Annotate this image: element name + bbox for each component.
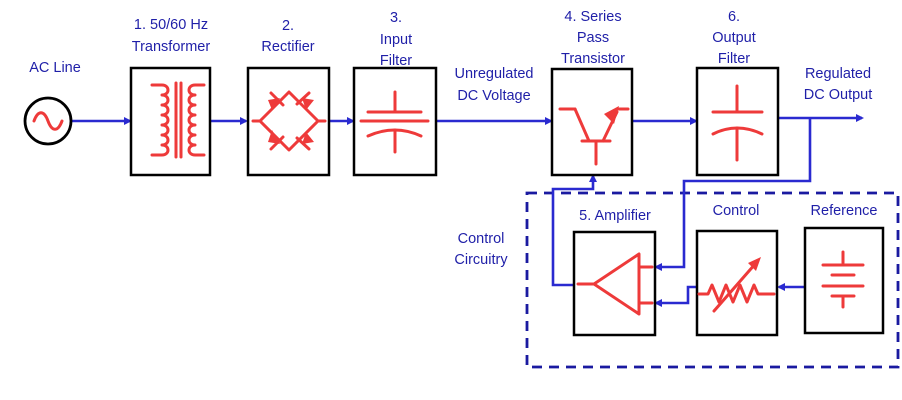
rectifier-label-line1: 2.: [282, 18, 294, 34]
labels: AC Line 1. 50/60 Hz Transformer 2. Recti…: [29, 9, 877, 268]
series-pass-transistor-block: [550, 67, 634, 177]
control-label: Control: [713, 203, 760, 219]
wire-amplifier-to-transistor: [551, 174, 597, 287]
series-pass-label-line1: 4. Series: [564, 9, 621, 25]
output-filter-label-line2: Output: [712, 30, 756, 46]
regulated-label-line1: Regulated: [805, 66, 871, 82]
input-filter-label-line2: Input: [380, 32, 412, 48]
transformer-label-line1: 1. 50/60 Hz: [134, 17, 208, 33]
reference-box: [803, 226, 885, 335]
signal-wires: [72, 114, 864, 307]
capacitor-icon: [359, 90, 430, 154]
series-pass-label-line2: Pass: [577, 30, 609, 46]
reference-label: Reference: [811, 203, 878, 219]
output-filter-label-line3: Filter: [718, 51, 750, 67]
battery-icon: [821, 250, 865, 309]
amplifier-block: [572, 230, 657, 337]
input-filter-label-line1: 3.: [390, 10, 402, 26]
capacitor-icon: [711, 84, 764, 162]
transistor-icon: [558, 106, 630, 166]
transformer-block: [129, 66, 212, 177]
unregulated-label-line2: DC Voltage: [457, 88, 530, 104]
control-block: [695, 229, 779, 337]
input-filter-block: [352, 66, 438, 177]
rectifier-label-line2: Rectifier: [261, 39, 314, 55]
output-filter-block: [695, 66, 780, 177]
series-pass-label-line3: Transistor: [561, 51, 625, 67]
wire-control-to-amplifier: [654, 285, 696, 307]
unregulated-label-line1: Unregulated: [455, 66, 534, 82]
ac-line-label: AC Line: [29, 60, 81, 76]
input-filter-label-line3: Filter: [380, 53, 412, 69]
wire-output-feedback: [654, 118, 812, 271]
transistor-box: [550, 67, 634, 177]
rectifier-block: [246, 66, 331, 177]
transformer-icon: [150, 81, 206, 159]
sine-wave-icon: [32, 111, 64, 131]
ac-source: [23, 96, 73, 146]
control-circuitry-label-line1: Control: [458, 231, 505, 247]
control-circuitry-region: [525, 191, 900, 369]
output-filter-label-line1: 6.: [728, 9, 740, 25]
amplifier-label: 5. Amplifier: [579, 208, 651, 224]
control-circuitry-label-line2: Circuitry: [454, 252, 508, 268]
op-amp-icon: [576, 252, 654, 316]
transformer-label-line2: Transformer: [132, 39, 211, 55]
reference-block: [803, 226, 885, 335]
bridge-rectifier-icon: [251, 90, 327, 152]
regulated-label-line2: DC Output: [804, 87, 873, 103]
variable-resistor-icon: [697, 257, 776, 313]
